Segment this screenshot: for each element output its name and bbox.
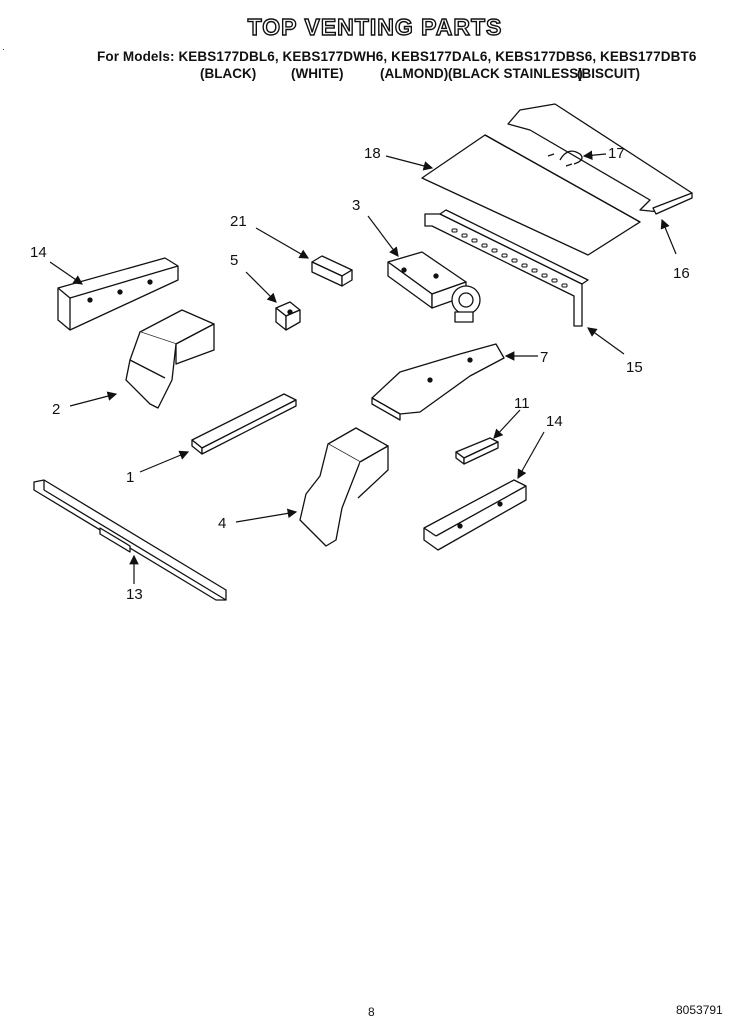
part-5-switch <box>275 301 301 331</box>
part-21-connector-block <box>311 255 353 287</box>
callout-11: 11 <box>514 395 530 412</box>
page-title: TOP VENTING PARTS <box>247 13 503 40</box>
part-11-terminal-block <box>455 437 499 465</box>
callout-14-left: 14 <box>30 244 47 261</box>
part-13-rail <box>33 479 227 601</box>
callout-15: 15 <box>626 359 643 376</box>
part-17-clip <box>547 150 583 167</box>
callout-1: 1 <box>126 469 135 486</box>
part-3-blower-motor <box>387 251 481 323</box>
variant-black: (BLACK) <box>200 66 257 81</box>
part-18-panel <box>421 134 641 256</box>
callout-7: 7 <box>540 349 549 366</box>
part-14-right-bracket <box>423 479 527 551</box>
leader-lines <box>49 150 677 584</box>
variant-almond: (ALMOND) <box>380 66 449 81</box>
part-4-duct <box>299 427 389 547</box>
document-number: 8053791 <box>676 1003 723 1017</box>
callout-17: 17 <box>608 145 625 162</box>
part-16-top-panel <box>507 103 693 215</box>
part-15-vent-channel <box>424 209 589 327</box>
variant-black-stainless: (BLACK STAINLESS) <box>448 66 583 81</box>
variant-white: (WHITE) <box>291 66 344 81</box>
callout-13: 13 <box>126 586 143 603</box>
models-line: For Models: KEBS177DBL6, KEBS177DWH6, KE… <box>97 49 697 64</box>
callout-18: 18 <box>364 145 381 162</box>
variant-biscuit: (BISCUIT) <box>577 66 640 81</box>
part-1-tray <box>191 393 297 455</box>
callout-21: 21 <box>230 213 247 230</box>
part-7-plate <box>371 343 505 421</box>
callout-2: 2 <box>52 401 61 418</box>
callout-5: 5 <box>230 252 239 269</box>
callout-14-right: 14 <box>546 413 563 430</box>
callout-3: 3 <box>352 197 361 214</box>
callout-4: 4 <box>218 515 227 532</box>
part-2-duct <box>125 309 215 409</box>
corner-mark: · <box>2 44 5 54</box>
page-number: 8 <box>368 1005 375 1019</box>
part-14-left-bracket <box>57 257 179 331</box>
callout-16: 16 <box>673 265 690 282</box>
